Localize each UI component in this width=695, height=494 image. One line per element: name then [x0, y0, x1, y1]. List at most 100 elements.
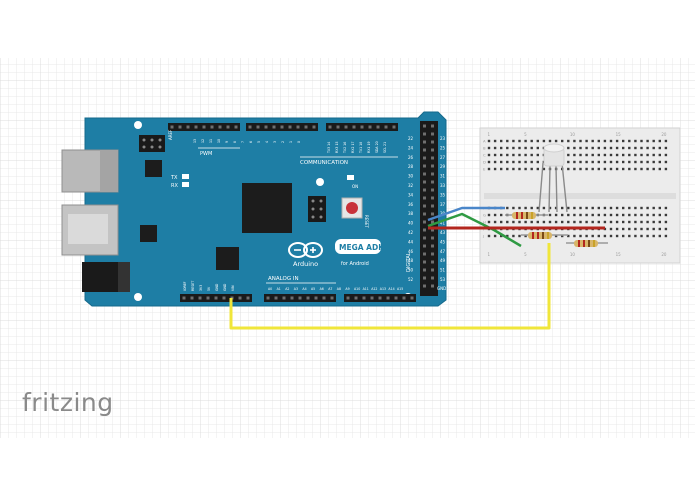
header-pin: [248, 125, 252, 129]
breadboard-hole: [487, 234, 491, 238]
header-pin: [431, 196, 434, 200]
breadboard-hole: [609, 160, 613, 164]
header-pin: [290, 296, 294, 300]
breadboard-hole: [524, 206, 527, 210]
header-pin: [304, 125, 308, 129]
breadboard-hole: [548, 220, 552, 224]
breadboard-hole: [506, 146, 509, 150]
breadboard-hole: [622, 227, 625, 231]
breadboard-hole: [628, 227, 631, 231]
header-pin: [306, 296, 310, 300]
breadboard-hole: [658, 160, 661, 164]
header-pin: [378, 296, 382, 300]
breadboard-hole: [615, 139, 619, 143]
header-pin: [423, 220, 426, 224]
breadboard-hole: [518, 220, 521, 224]
header-pin: [431, 180, 434, 184]
communication-label: COMMUNICATION: [300, 160, 348, 166]
header-pin: [431, 172, 434, 176]
breadboard-hole: [634, 206, 637, 210]
header-pin: [431, 220, 434, 224]
breadboard-hole: [585, 234, 588, 238]
header-pin: [423, 188, 426, 192]
pin-label: 53: [440, 277, 446, 282]
pin-label: 5V: [207, 286, 211, 291]
breadboard-hole: [524, 146, 527, 150]
breadboard-column-number: 10: [570, 252, 576, 257]
breadboard-hole: [622, 139, 625, 143]
breadboard-hole: [652, 234, 655, 238]
breadboard-hole: [652, 213, 655, 217]
breadboard-hole: [664, 160, 668, 164]
breadboard-hole: [567, 139, 570, 143]
breadboard-hole: [506, 167, 509, 171]
breadboard-hole: [622, 213, 625, 217]
header-pin: [423, 148, 426, 152]
breadboard-hole: [524, 139, 527, 143]
breadboard-hole: [512, 167, 515, 171]
breadboard-hole: [524, 160, 527, 164]
header-pin: [186, 125, 190, 129]
breadboard-hole: [493, 213, 497, 217]
breadboard-hole: [603, 213, 607, 217]
breadboard-hole: [506, 234, 509, 238]
pin-label: 12: [201, 139, 205, 143]
breadboard-hole: [500, 234, 503, 238]
breadboard-hole: [622, 146, 625, 150]
breadboard-hole: [640, 160, 643, 164]
header-pin: [386, 296, 390, 300]
breadboard-hole: [640, 220, 643, 224]
breadboard-hole: [646, 227, 649, 231]
breadboard-hole: [512, 146, 515, 150]
breadboard-column-number: 5: [524, 132, 527, 137]
breadboard-hole: [579, 153, 582, 157]
breadboard-column-number: 1: [488, 132, 491, 137]
pin-label: RESET: [191, 281, 195, 291]
resistor-2: [521, 232, 568, 239]
breadboard-hole: [658, 234, 661, 238]
pin-label: 25: [440, 145, 446, 150]
breadboard-hole: [609, 139, 613, 143]
pin-label: SDA 20: [375, 141, 379, 153]
aref-label: AREF: [168, 129, 173, 140]
pin-label: 37: [440, 202, 446, 207]
header-pin: [360, 125, 364, 129]
breadboard-hole: [567, 146, 570, 150]
breadboard-hole: [615, 234, 619, 238]
breadboard-hole: [597, 213, 600, 217]
breadboard-hole: [567, 220, 570, 224]
breadboard-hole: [536, 139, 539, 143]
breadboard-hole: [573, 234, 576, 238]
pin-label: SCL 21: [383, 142, 387, 153]
header-pin: [431, 236, 434, 240]
header-pin: [296, 125, 300, 129]
breadboard-hole: [493, 167, 497, 171]
breadboard-hole: [506, 139, 509, 143]
breadboard-hole: [597, 220, 600, 224]
breadboard-hole: [518, 167, 521, 171]
pin-label: RX3 15: [335, 142, 339, 154]
pin-label: 8: [233, 141, 237, 143]
pin-label: 52: [408, 277, 414, 282]
breadboard-hole: [609, 227, 613, 231]
breadboard-hole: [506, 153, 509, 157]
breadboard-hole: [634, 213, 637, 217]
pin-label: 2: [281, 141, 285, 143]
pin-label: 3: [273, 141, 277, 143]
breadboard-hole: [530, 220, 533, 224]
breadboard-hole: [646, 139, 649, 143]
header-digital: [420, 121, 438, 296]
pin-label: 51: [440, 268, 446, 273]
breadboard-hole: [579, 206, 582, 210]
breadboard-hole: [652, 153, 655, 157]
breadboard-hole: [585, 213, 588, 217]
breadboard-hole: [646, 234, 649, 238]
breadboard-row-letter: H: [483, 220, 486, 225]
pin-label: 26: [408, 155, 414, 160]
reset-label: RESET: [364, 215, 369, 228]
breadboard-hole: [500, 220, 503, 224]
breadboard-hole: [561, 220, 564, 224]
breadboard-hole: [487, 146, 491, 150]
gnd-label: GND: [437, 286, 446, 291]
breadboard-hole: [500, 167, 503, 171]
